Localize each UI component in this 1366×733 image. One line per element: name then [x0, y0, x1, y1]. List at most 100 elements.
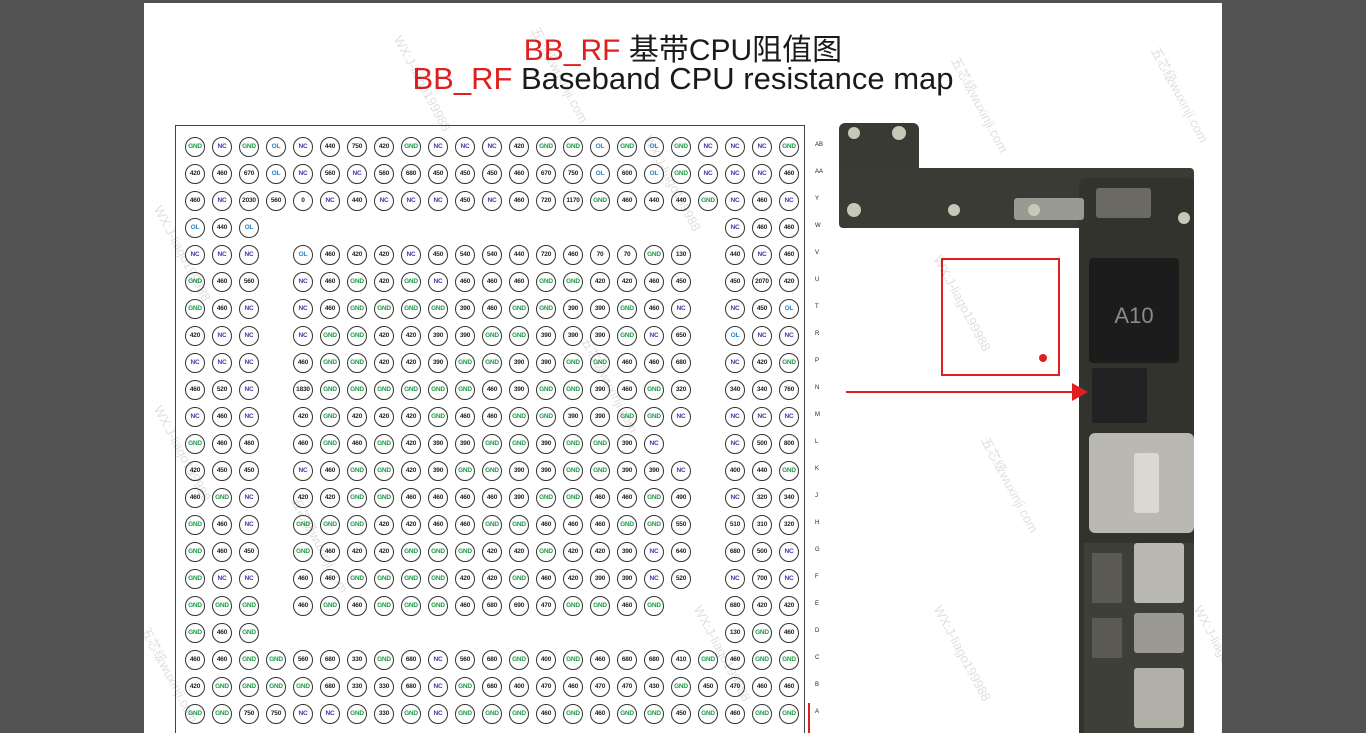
pad-G-19: 640: [671, 542, 691, 562]
pad-Y-22: 460: [752, 191, 772, 211]
pad-E-5: 460: [293, 596, 313, 616]
pad-C-7: 330: [347, 650, 367, 670]
pad-E-21: 680: [725, 596, 745, 616]
pad-K-22: 440: [752, 461, 772, 481]
pad-N-1: 460: [185, 380, 205, 400]
document-page: BB_RF 基带CPU阻值图 BB_RF Baseband CPU resist…: [144, 3, 1222, 733]
pad-P-22: 420: [752, 353, 772, 373]
pad-G-5: GND: [293, 542, 313, 562]
pad-C-15: GND: [563, 650, 583, 670]
row-label: E: [815, 601, 820, 607]
pad-C-3: GND: [239, 650, 259, 670]
pad-W-2: 440: [212, 218, 232, 238]
pad-H-13: GND: [509, 515, 529, 535]
pad-E-3: GND: [239, 596, 259, 616]
pad-F-17: 390: [617, 569, 637, 589]
pad-V-14: 720: [536, 245, 556, 265]
pad-C-4: GND: [266, 650, 286, 670]
pad-F-18: NC: [644, 569, 664, 589]
pad-T-23: OL: [779, 299, 799, 319]
pad-J-18: GND: [644, 488, 664, 508]
pad-AA-19: GND: [671, 164, 691, 184]
pad-A-2: GND: [212, 704, 232, 724]
pad-A-21: 460: [725, 704, 745, 724]
pad-K-11: GND: [455, 461, 475, 481]
pad-T-18: 460: [644, 299, 664, 319]
pad-AA-12: 450: [482, 164, 502, 184]
pad-U-12: 460: [482, 272, 502, 292]
pad-M-2: 460: [212, 407, 232, 427]
pad-P-19: 680: [671, 353, 691, 373]
pad-K-6: 460: [320, 461, 340, 481]
pad-G-8: 420: [374, 542, 394, 562]
pad-L-2: 460: [212, 434, 232, 454]
pad-Y-6: NC: [320, 191, 340, 211]
pad-J-11: 460: [455, 488, 475, 508]
pad-H-14: 460: [536, 515, 556, 535]
pad-C-9: 680: [401, 650, 421, 670]
pad-E-17: 460: [617, 596, 637, 616]
pad-U-7: GND: [347, 272, 367, 292]
pad-T-15: 390: [563, 299, 583, 319]
pad-Y-8: NC: [374, 191, 394, 211]
pad-M-10: GND: [428, 407, 448, 427]
pad-L-9: 420: [401, 434, 421, 454]
pad-L-22: 500: [752, 434, 772, 454]
pad-F-23: NC: [779, 569, 799, 589]
pad-AA-23: 460: [779, 164, 799, 184]
pad-Y-13: 460: [509, 191, 529, 211]
pad-AA-14: 670: [536, 164, 556, 184]
pad-E-1: GND: [185, 596, 205, 616]
pad-B-23: 460: [779, 677, 799, 697]
pad-J-10: 460: [428, 488, 448, 508]
pad-M-14: GND: [536, 407, 556, 427]
pad-A-6: NC: [320, 704, 340, 724]
pad-U-19: 450: [671, 272, 691, 292]
pad-N-13: 390: [509, 380, 529, 400]
pad-Y-4: 560: [266, 191, 286, 211]
pad-P-14: 390: [536, 353, 556, 373]
pad-W-23: 460: [779, 218, 799, 238]
pad-N-3: NC: [239, 380, 259, 400]
pad-C-18: 680: [644, 650, 664, 670]
pad-H-7: GND: [347, 515, 367, 535]
pad-Y-7: 440: [347, 191, 367, 211]
pad-N-18: GND: [644, 380, 664, 400]
pad-U-9: GND: [401, 272, 421, 292]
pad-G-18: NC: [644, 542, 664, 562]
pad-H-23: 320: [779, 515, 799, 535]
pad-Y-17: 460: [617, 191, 637, 211]
chip-label: A10: [1114, 303, 1153, 328]
pad-G-13: 420: [509, 542, 529, 562]
pad-Y-2: NC: [212, 191, 232, 211]
pad-AB-3: GND: [239, 137, 259, 157]
pad-T-17: GND: [617, 299, 637, 319]
pad-C-2: 460: [212, 650, 232, 670]
pad-V-13: 440: [509, 245, 529, 265]
pad-F-5: 460: [293, 569, 313, 589]
pad-R-13: GND: [509, 326, 529, 346]
pointer-arrow-line: [846, 391, 1076, 393]
pad-V-17: 70: [617, 245, 637, 265]
pad-M-3: NC: [239, 407, 259, 427]
pad-A-15: GND: [563, 704, 583, 724]
pad-C-8: GND: [374, 650, 394, 670]
pad-N-14: GND: [536, 380, 556, 400]
pad-A-23: GND: [779, 704, 799, 724]
pad-V-16: 70: [590, 245, 610, 265]
pad-U-23: 420: [779, 272, 799, 292]
pad-L-21: NC: [725, 434, 745, 454]
row-label: J: [815, 493, 818, 499]
pad-H-12: GND: [482, 515, 502, 535]
pad-R-15: 390: [563, 326, 583, 346]
pad-AA-1: 420: [185, 164, 205, 184]
pad-U-8: 420: [374, 272, 394, 292]
pad-N-2: 520: [212, 380, 232, 400]
pad-P-11: GND: [455, 353, 475, 373]
pad-T-16: 390: [590, 299, 610, 319]
pad-P-9: 420: [401, 353, 421, 373]
pad-A-20: GND: [698, 704, 718, 724]
pad-B-7: 330: [347, 677, 367, 697]
title-chinese-text: 基带CPU阻值图: [620, 34, 843, 67]
pad-C-13: GND: [509, 650, 529, 670]
